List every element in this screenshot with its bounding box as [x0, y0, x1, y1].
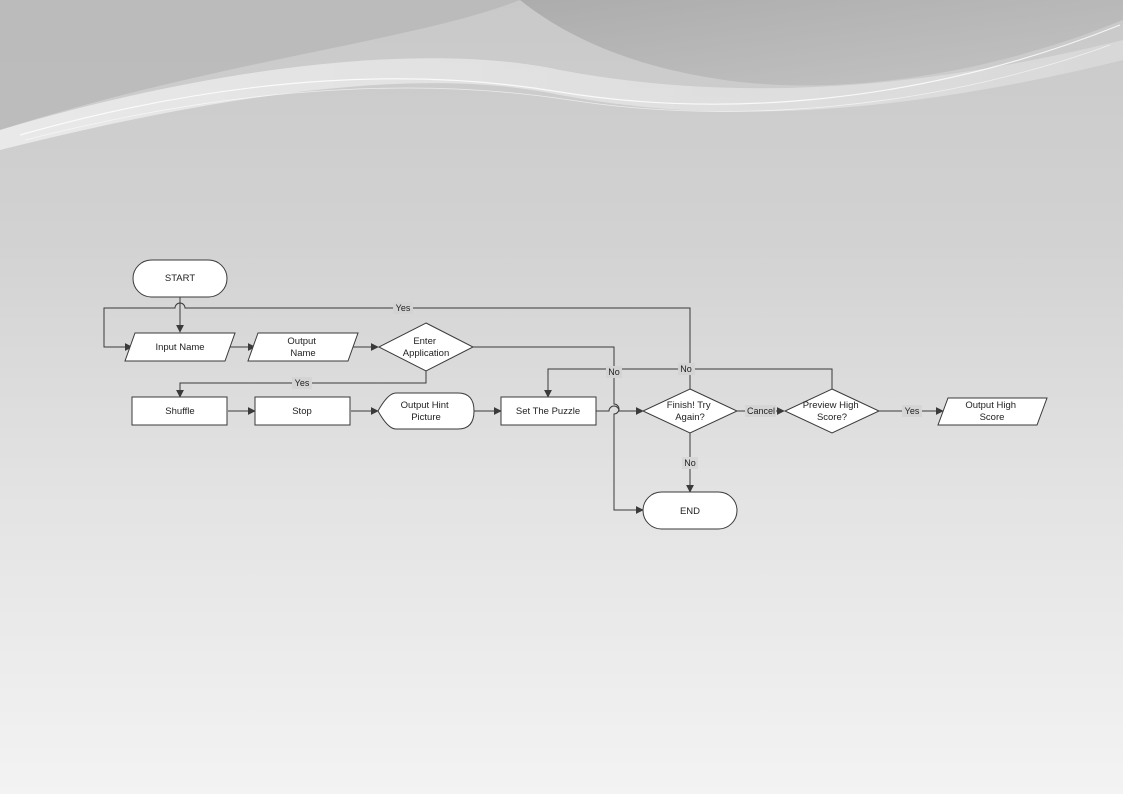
preview-high-score-decision	[783, 388, 881, 434]
input-name-parallelogram	[124, 332, 236, 362]
top-right-dark-swoosh	[520, 0, 1123, 86]
start-terminator	[132, 259, 228, 298]
edge-label-yes-output: Yes	[902, 405, 922, 417]
output-high-score-parallelogram	[937, 397, 1048, 426]
output-name-label-line-2: Name	[290, 348, 315, 359]
top-swoosh-light	[0, 40, 1123, 150]
edge-label-cancel-text: Cancel	[747, 406, 775, 416]
finish-try-again-decision	[641, 388, 739, 434]
edge-label-no-enter-text: No	[608, 367, 620, 377]
edge-puzzle-to-finish	[596, 405, 644, 415]
finish-try-again-label-line-2: Again?	[675, 412, 705, 423]
edge-label-yes-top: Yes	[393, 302, 413, 314]
node-labels: START Input Name Output Name Enter Appli…	[155, 273, 1018, 517]
output-hint-picture-label-line-2: Picture	[411, 412, 441, 423]
top-left-dark-band	[0, 0, 520, 130]
edge-label-no-preview-text: No	[680, 364, 692, 374]
output-high-score-label-line-2: Score	[980, 412, 1005, 423]
output-high-score-label-line-1: Output High	[965, 400, 1016, 411]
end-terminator	[642, 491, 738, 530]
edge-finish-yes-loop-to-input	[103, 302, 691, 389]
edge-label-yes-output-text: Yes	[905, 406, 920, 416]
stop-process	[254, 396, 351, 426]
edge-label-no-preview: No	[678, 363, 695, 375]
set-the-puzzle-process	[500, 396, 597, 426]
background-decoration	[0, 0, 1123, 150]
edge-label-no-finish: No	[682, 457, 698, 469]
edge-label-cancel: Cancel	[745, 405, 776, 417]
connectors	[103, 297, 944, 514]
end-label: END	[680, 506, 700, 517]
output-hint-picture-label-line-1: Output Hint	[401, 400, 449, 411]
preview-high-score-label-line-1: Preview High	[803, 400, 859, 411]
preview-high-score-label-line-2: Score?	[817, 412, 847, 423]
output-name-parallelogram	[247, 332, 359, 362]
set-the-puzzle-label: Set The Puzzle	[516, 406, 580, 417]
output-hint-picture-label: Output Hint Picture	[401, 400, 452, 423]
output-name-label-line-1: Output	[287, 336, 316, 347]
swoosh-line-1	[19, 24, 1121, 136]
enter-application-label-line-1: Enter	[413, 336, 436, 347]
swoosh-line-2	[24, 44, 1111, 141]
enter-application-label: Enter Application	[403, 336, 449, 359]
output-name-label: Output Name	[287, 336, 318, 359]
shuffle-process	[131, 396, 228, 426]
shapes	[124, 259, 1048, 530]
finish-try-again-label: Finish! Try Again?	[667, 400, 713, 423]
edge-label-no-enter: No	[606, 366, 622, 378]
start-label: START	[165, 273, 195, 284]
edge-label-yes-top-text: Yes	[396, 303, 411, 313]
finish-try-again-label-line-1: Finish! Try	[667, 400, 711, 411]
output-hint-display	[377, 392, 475, 430]
edge-label-yes-shuffle: Yes	[292, 377, 312, 389]
stop-label: Stop	[292, 406, 312, 417]
preview-high-score-label: Preview High Score?	[803, 400, 862, 423]
edge-label-yes-shuffle-text: Yes	[295, 378, 310, 388]
shuffle-label: Shuffle	[165, 406, 194, 417]
enter-application-decision	[377, 322, 475, 372]
enter-application-label-line-2: Application	[403, 348, 449, 359]
input-name-label: Input Name	[155, 342, 204, 353]
edge-labels: Yes Yes No No Cancel Yes No	[292, 302, 922, 469]
edge-label-no-finish-text: No	[684, 458, 696, 468]
output-high-score-label: Output High Score	[965, 400, 1018, 423]
